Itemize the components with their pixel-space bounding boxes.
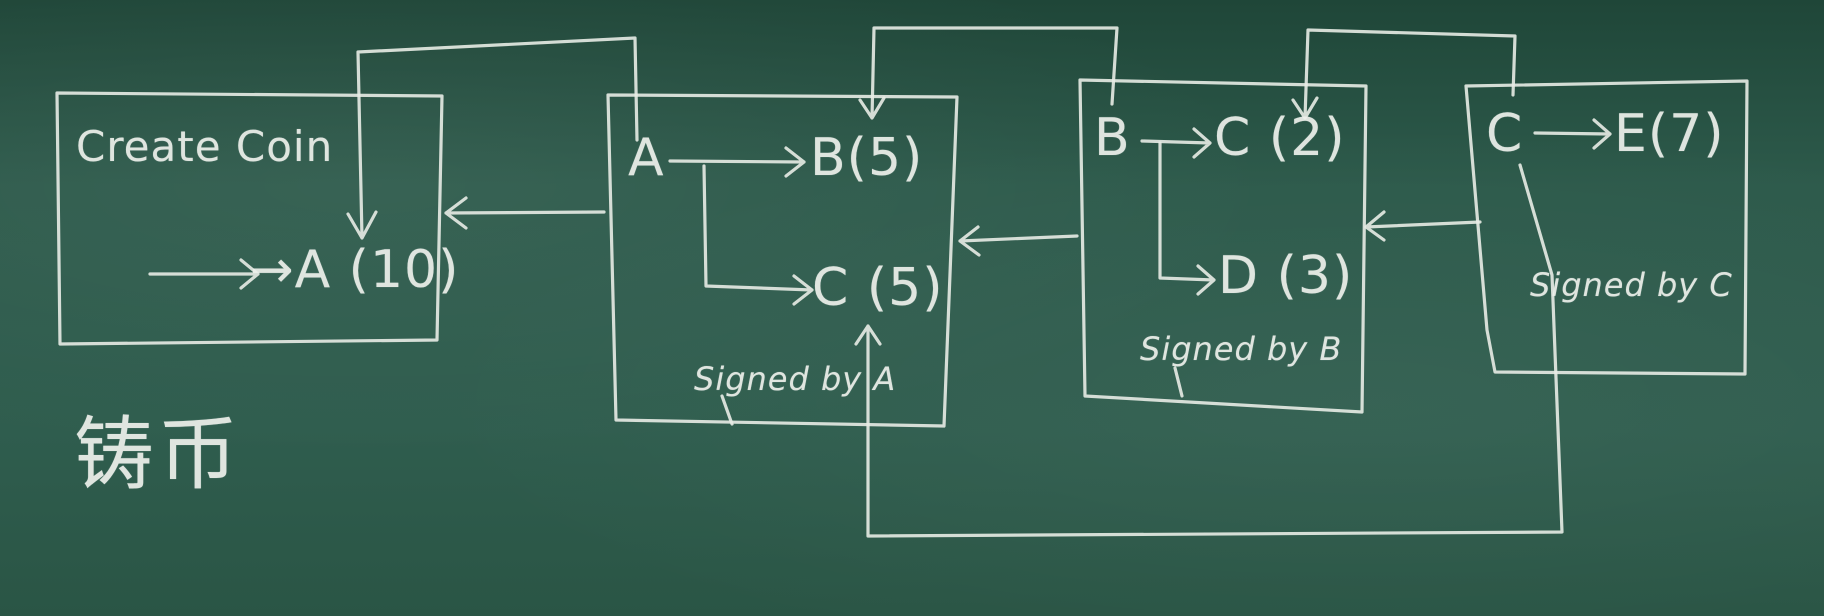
create-coin-title: Create Coin	[76, 122, 334, 171]
ref-b-input-to-b5	[858, 26, 1119, 120]
tx-a-signature: Signed by A	[694, 360, 897, 398]
create-coin-box	[55, 91, 444, 346]
tx-c-out1: E(7)	[1614, 104, 1725, 164]
ref-c-input-to-c5	[854, 163, 1564, 538]
caption-minting: 铸币	[74, 408, 242, 501]
tx-a-arrow-c	[702, 164, 814, 306]
ref-c-input-to-c2	[1291, 28, 1517, 120]
tx-a-arrow-b	[668, 146, 806, 178]
tx-c-box	[1464, 79, 1749, 376]
chalk-mark-1	[720, 394, 734, 426]
tx-b-box	[1078, 78, 1368, 414]
coinbase-arrow	[148, 258, 260, 290]
tx-a-box	[606, 93, 959, 428]
tx-b-signature: Signed by B	[1140, 330, 1343, 368]
tx-b-out1: C (2)	[1214, 108, 1346, 168]
create-coin-output: →A (10)	[250, 240, 460, 300]
tx-c-signature: Signed by C	[1530, 266, 1733, 304]
arrow-c-to-b	[1364, 210, 1482, 242]
arrow-b-to-a	[958, 225, 1079, 257]
tx-b-out2: D (3)	[1218, 246, 1354, 306]
tx-b-arrow-d	[1158, 141, 1216, 296]
tx-a-out2: C (5)	[812, 258, 944, 318]
arrow-a-to-create	[444, 196, 606, 230]
tx-b-arrow-c	[1140, 127, 1212, 159]
tx-a-from: A	[628, 128, 665, 188]
tx-b-from: B	[1094, 108, 1131, 168]
tx-a-out1: B(5)	[810, 128, 924, 188]
tx-c-arrow-e	[1533, 118, 1612, 150]
tx-c-from: C	[1486, 104, 1524, 164]
ref-a-input-to-a10	[346, 36, 639, 240]
chalk-mark-2	[1173, 366, 1184, 398]
